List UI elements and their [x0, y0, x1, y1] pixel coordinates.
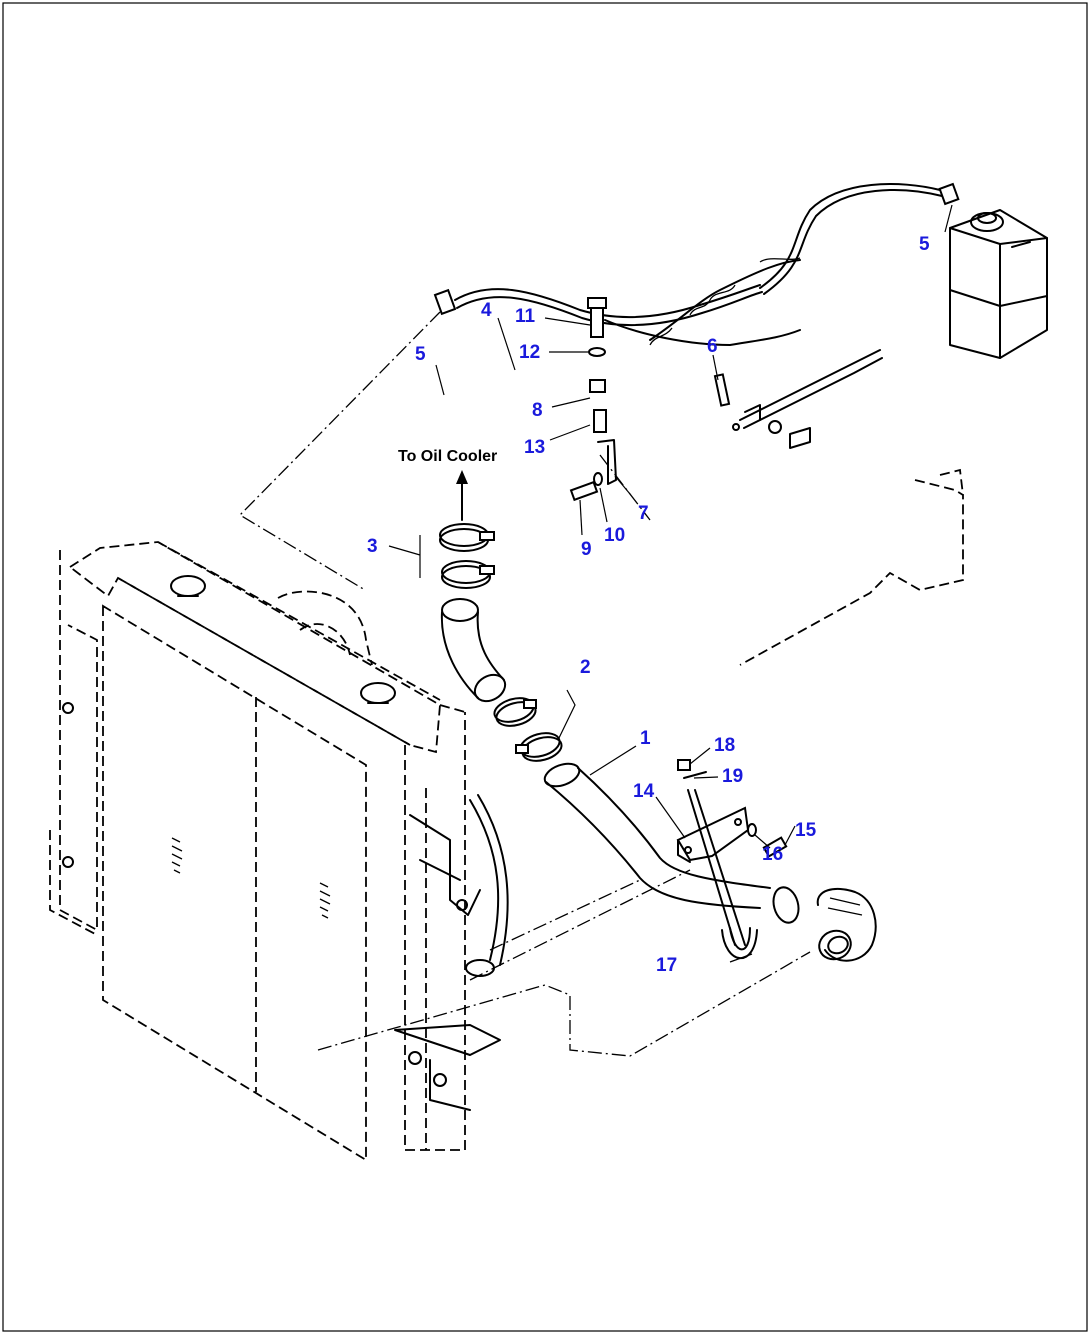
callout-15: 15: [795, 820, 817, 841]
callout-13: 13: [524, 437, 545, 458]
thermostat-housing: [816, 887, 877, 962]
leader-lines: [388, 204, 953, 963]
callout-14: 14: [633, 781, 655, 802]
radiator-assembly: [49, 541, 509, 1162]
callout-4: 4: [481, 300, 492, 321]
clamp-set-3: [439, 523, 495, 589]
connection-lines: [238, 311, 811, 1057]
callout-6: 6: [707, 336, 718, 357]
callout-12: 12: [519, 342, 540, 363]
water-pipe-1: [543, 762, 800, 924]
callout-8: 8: [532, 400, 543, 421]
callout-17: 17: [656, 955, 677, 976]
callout-16: 16: [762, 844, 783, 865]
callout-11: 11: [515, 306, 536, 327]
bracket-14-hardware: [676, 759, 788, 960]
upper-elbow-hose: [440, 598, 507, 703]
callout-5-right: 5: [919, 234, 930, 255]
callout-7: 7: [638, 503, 649, 524]
reserve-tank: [949, 209, 1048, 359]
callout-2: 2: [580, 657, 591, 678]
callout-1: 1: [640, 728, 651, 749]
clamp-set-2: [493, 697, 563, 762]
callout-9: 9: [581, 539, 592, 560]
callout-labels: 1 2 3 4 5 5 6 7 8 9 10 11 12 13 14 15 16…: [367, 234, 930, 976]
callout-18: 18: [714, 735, 735, 756]
engine-outline: [649, 257, 964, 666]
hose-assembly-4: [433, 182, 960, 449]
callout-19: 19: [722, 766, 743, 787]
to-oil-cooler-label: To Oil Cooler: [398, 448, 497, 465]
callout-5-left: 5: [415, 344, 426, 365]
oil-cooler-annotation: To Oil Cooler: [398, 448, 497, 521]
callout-3: 3: [367, 536, 378, 557]
callout-10: 10: [604, 525, 625, 546]
bolt-stack: [569, 297, 617, 502]
